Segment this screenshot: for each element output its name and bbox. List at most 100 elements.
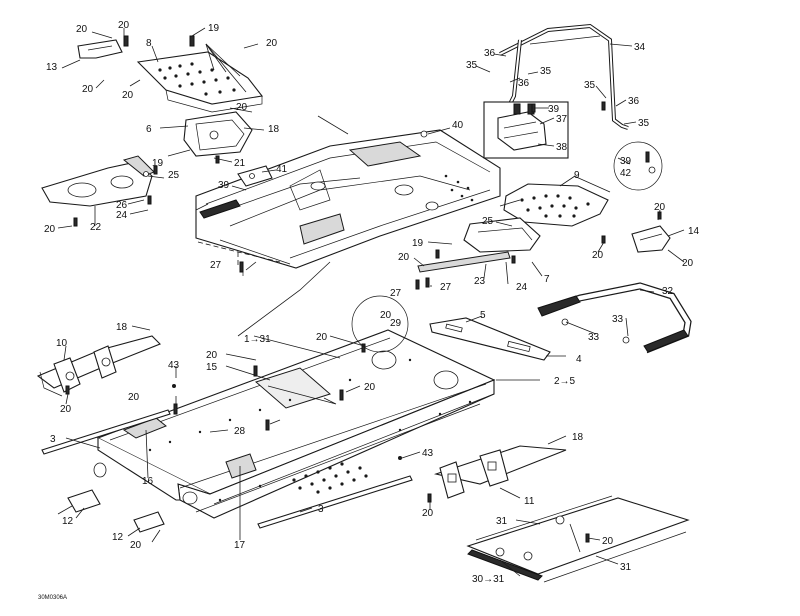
small-parts <box>143 130 656 460</box>
bracket-14 <box>631 225 671 253</box>
callout: 4 <box>576 354 582 365</box>
callout: 20 <box>82 84 94 95</box>
callout: 19 <box>208 23 220 34</box>
callout: 21 <box>234 158 246 169</box>
callout: 20 <box>266 38 278 49</box>
callout: 20 <box>398 252 410 263</box>
callout: 13 <box>46 62 58 73</box>
bracket-6 <box>183 111 253 157</box>
callout: 35 <box>466 60 478 71</box>
callout: 39 <box>218 180 230 191</box>
rod-23 <box>417 251 511 273</box>
callout: 43 <box>168 360 180 371</box>
fasteners <box>65 35 662 543</box>
callout: 30→31 <box>472 574 505 585</box>
callout: 26 <box>116 200 128 211</box>
callout: 20 <box>128 392 140 403</box>
callout: 14 <box>688 226 700 237</box>
callout: 12 <box>112 532 124 543</box>
handle-32 <box>537 282 692 354</box>
callout: 15 <box>206 362 218 373</box>
callout: 5 <box>480 310 486 321</box>
callout: 31 <box>496 516 508 527</box>
callout: 32 <box>662 286 674 297</box>
callout: 20 <box>206 350 218 361</box>
callout: 10 <box>56 338 68 349</box>
callout: 36 <box>518 78 530 89</box>
bracket-41 <box>237 165 273 187</box>
callout: 2→5 <box>554 376 576 387</box>
callout: 20 <box>44 224 56 235</box>
assembly-11 <box>433 445 567 499</box>
tunnel-chassis <box>93 329 496 519</box>
plate-4 <box>429 317 551 361</box>
callout: 41 <box>276 164 288 175</box>
main-frame <box>195 129 501 269</box>
assembly-10 <box>36 335 161 397</box>
callout: 20 <box>316 332 328 343</box>
callout: 33 <box>612 314 624 325</box>
rod-3-left <box>41 409 171 455</box>
callout: 8 <box>146 38 152 49</box>
callout: 29 <box>390 318 402 329</box>
bracket-12b <box>133 511 165 533</box>
callout: 39 <box>548 104 560 115</box>
callout: 12 <box>62 516 74 527</box>
callout: 6 <box>146 124 152 135</box>
callout: 20 <box>592 250 604 261</box>
rod-3-bottom <box>257 475 413 529</box>
callout: 11 <box>524 496 535 507</box>
callout: 19 <box>412 238 424 249</box>
callout: 28 <box>234 426 246 437</box>
callout: 20 <box>380 310 392 321</box>
callout: 20 <box>236 102 248 113</box>
callout: 16 <box>142 476 154 487</box>
callout: 20 <box>60 404 72 415</box>
bracket-13 <box>77 39 123 59</box>
callout: 40 <box>452 120 464 131</box>
callout: 35 <box>540 66 552 77</box>
callout: 27 <box>390 288 402 299</box>
detail-box-37-38 <box>483 101 569 159</box>
callout: 37 <box>556 114 568 125</box>
callout: 27 <box>440 282 452 293</box>
callout: 20 <box>422 508 434 519</box>
bumper-34 <box>499 23 629 130</box>
callout: 7 <box>544 274 550 285</box>
callout: 34 <box>634 42 646 53</box>
callout: 20 <box>122 90 134 101</box>
callout: 36 <box>628 96 640 107</box>
callout: 18 <box>572 432 584 443</box>
callout: 31 <box>620 562 632 573</box>
callout: 42 <box>620 168 632 179</box>
callout: 20 <box>76 24 88 35</box>
plate-30-31 <box>466 495 690 583</box>
callout: 20 <box>602 536 614 547</box>
callout: 3 <box>318 504 324 515</box>
callout: 39 <box>620 156 632 167</box>
callout: 3 <box>50 434 56 445</box>
callout: 18 <box>116 322 128 333</box>
callout: 43 <box>422 448 434 459</box>
detail-circle-29 <box>351 295 409 353</box>
callout: 1→31 <box>244 334 271 345</box>
callout: 22 <box>90 222 102 233</box>
callout: 20 <box>682 258 694 269</box>
callout: 33 <box>588 332 600 343</box>
callout: 38 <box>556 142 568 153</box>
callout-labels: 20 20 19 8 20 13 20 20 20 6 18 19 21 25 … <box>44 20 700 585</box>
footrest-plate-left <box>136 51 264 113</box>
callout: 24 <box>116 210 128 221</box>
callout: 9 <box>574 170 580 181</box>
callout: 35 <box>584 80 596 91</box>
callout: 25 <box>482 216 494 227</box>
callout: 18 <box>268 124 280 135</box>
callout: 35 <box>638 118 650 129</box>
drawing-code: 30M0306A <box>38 595 67 601</box>
callout: 17 <box>234 540 246 551</box>
plate-22 <box>41 155 155 207</box>
callout: 19 <box>152 158 164 169</box>
callout: 20 <box>364 382 376 393</box>
callout: 20 <box>654 202 666 213</box>
